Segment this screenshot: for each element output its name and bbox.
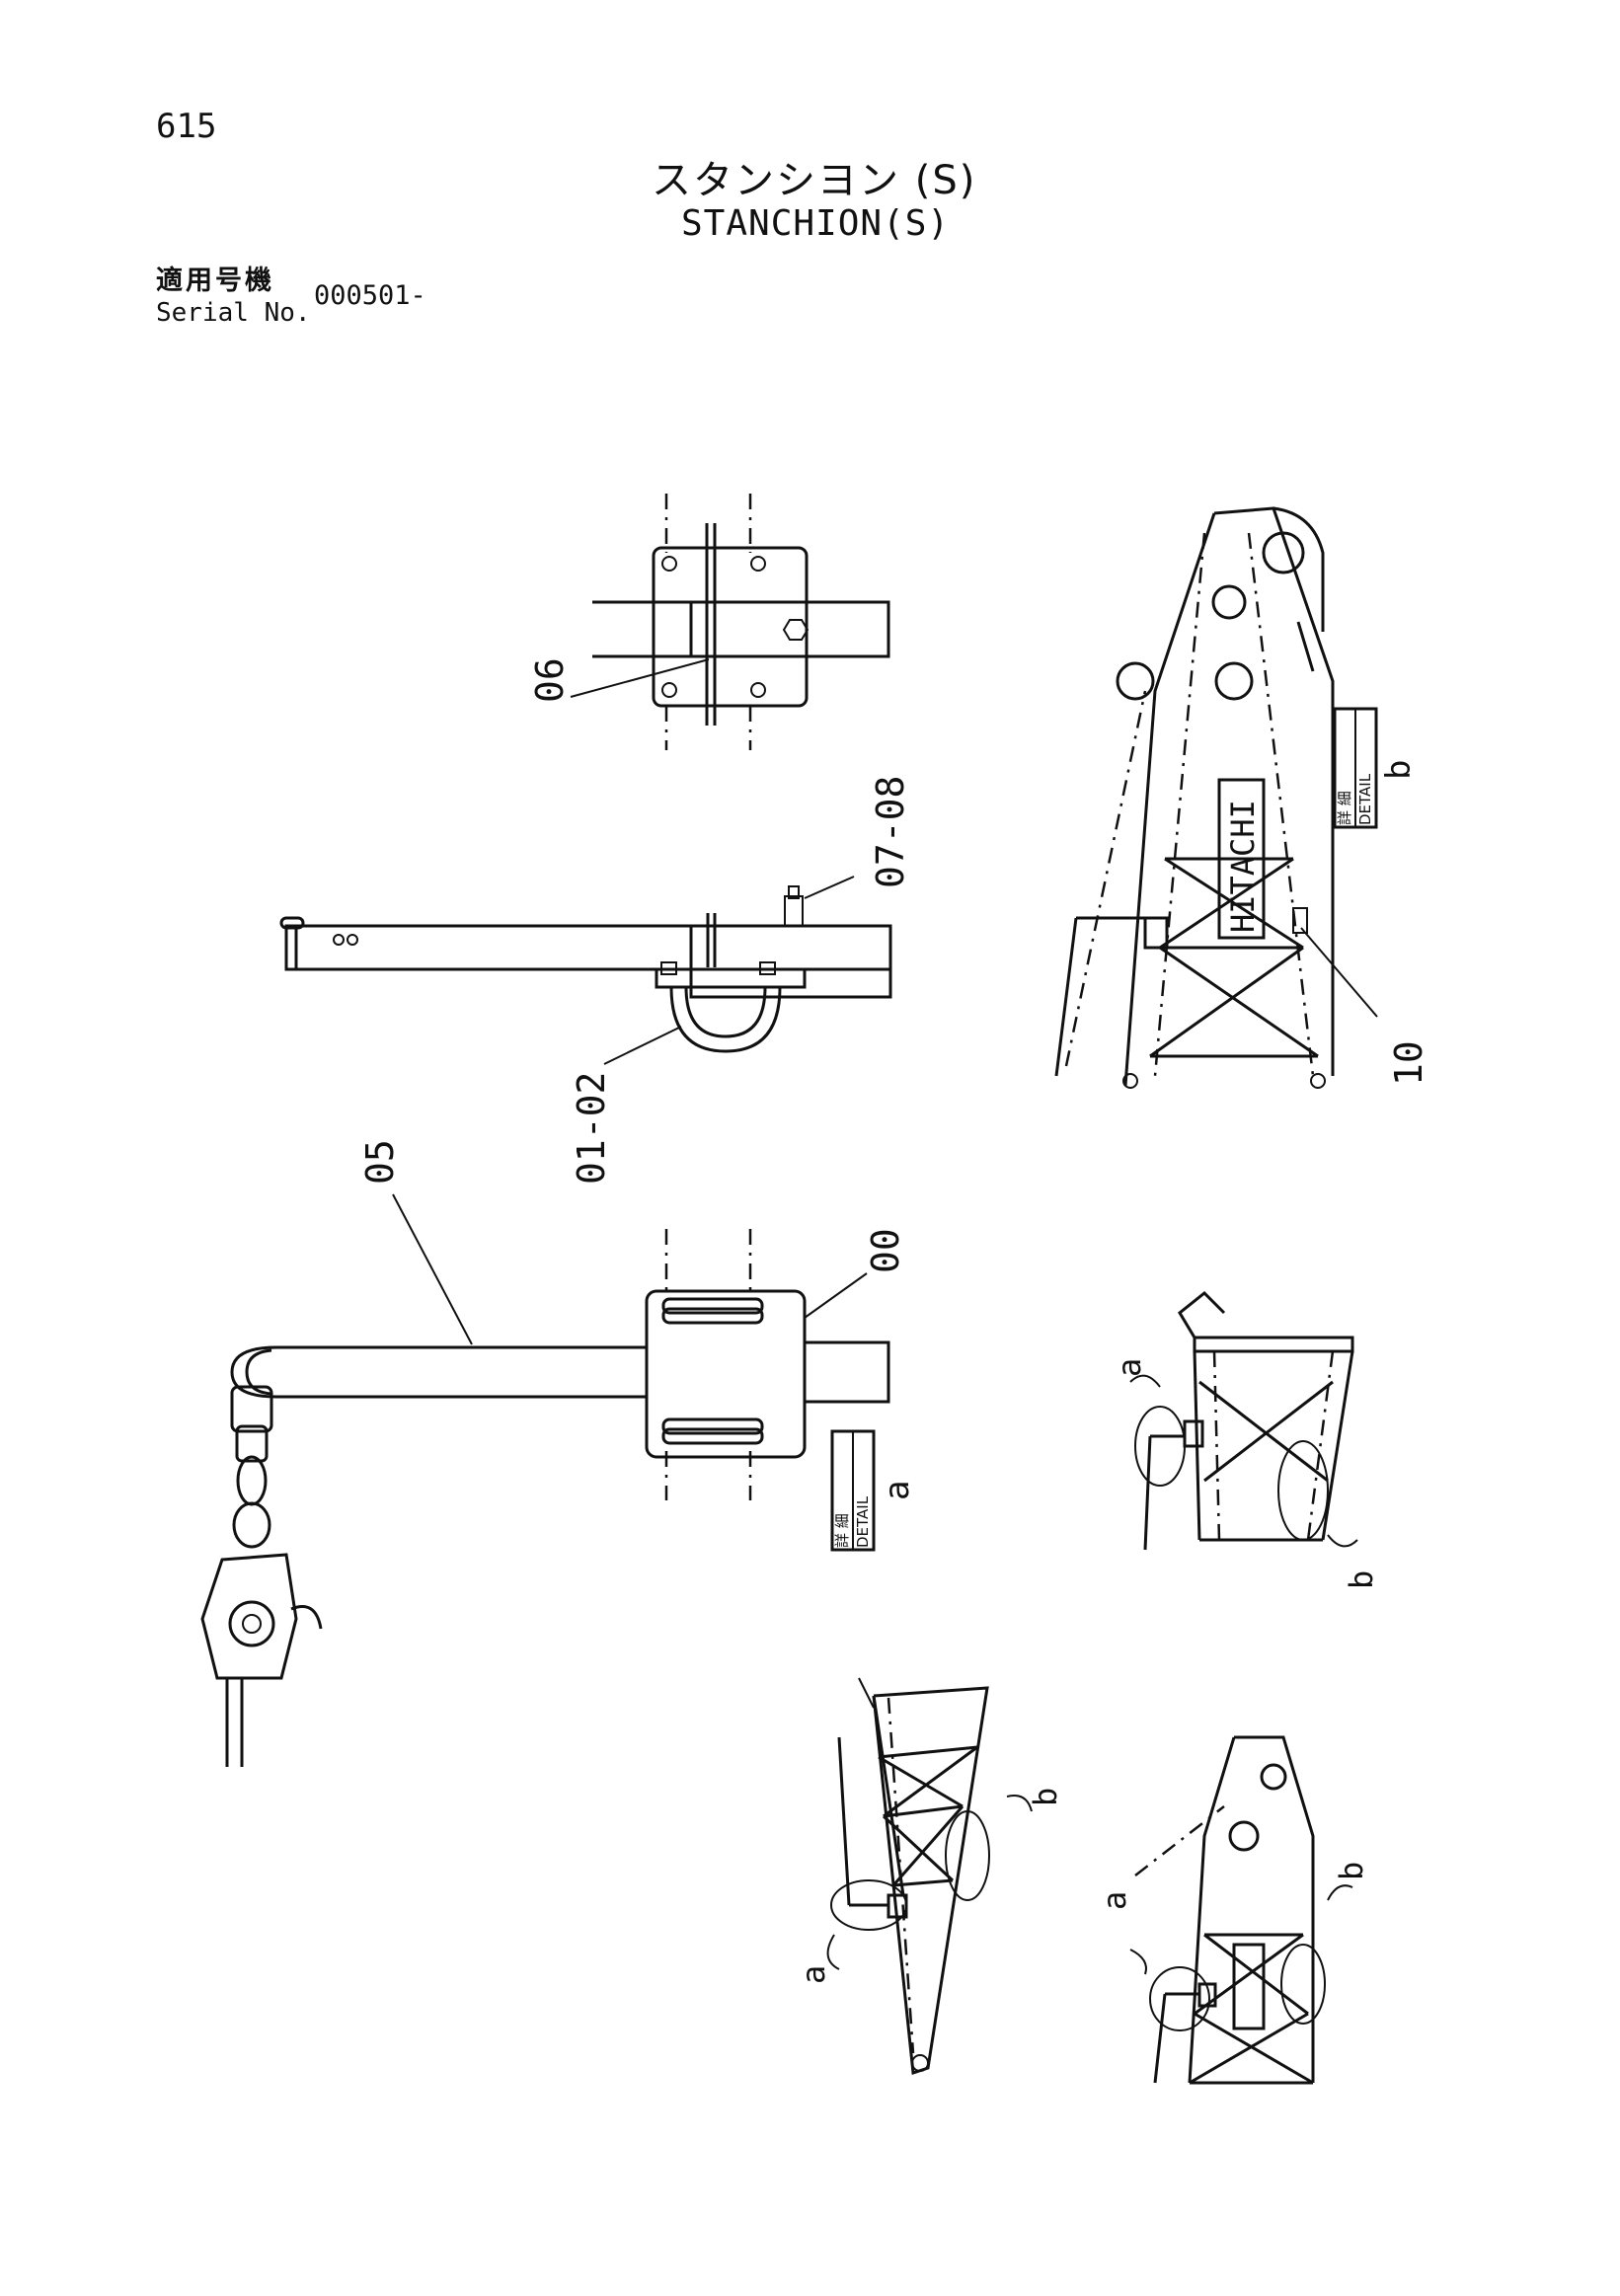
leader-01-02: [603, 1026, 682, 1065]
callout-10: 10: [1387, 1040, 1430, 1086]
svg-text:詳 細: 詳 細: [1336, 791, 1353, 825]
marker-b-1: b: [1343, 1570, 1380, 1589]
svg-text:DETAIL: DETAIL: [1356, 773, 1374, 825]
title-english: STANCHION(S): [681, 203, 951, 244]
callout-06: 06: [528, 657, 572, 703]
serial-number-value: 000501-: [314, 280, 426, 311]
leader-07-08: [804, 876, 855, 899]
leader-10: [1300, 927, 1378, 1018]
detail-b-box: 詳 細 DETAIL b: [1333, 707, 1419, 829]
svg-text:詳 細: 詳 細: [833, 1513, 851, 1548]
leader-06: [570, 658, 710, 698]
tower-bottom: [1129, 1735, 1353, 2085]
leader-00: [804, 1272, 868, 1319]
plate-view: [592, 494, 890, 750]
svg-text:DETAIL: DETAIL: [854, 1495, 872, 1548]
marker-a-1: a: [1111, 1358, 1148, 1377]
svg-text:a: a: [878, 1481, 917, 1500]
boom-view: [826, 1677, 1033, 2076]
tower-small: [1129, 1290, 1358, 1551]
bar-view: [279, 885, 892, 1053]
stanchion-view: [200, 1229, 890, 1767]
svg-text:b: b: [1379, 760, 1419, 780]
leader-05: [392, 1193, 473, 1345]
serial-label-japanese: 適用号機: [156, 266, 274, 296]
page-number: 615: [156, 107, 217, 146]
hitachi-logo: HITACHI: [1224, 800, 1262, 933]
marker-a-2: a: [795, 1965, 832, 1984]
serial-label-english: Serial No.: [156, 298, 311, 328]
callout-05: 05: [358, 1139, 402, 1185]
marker-b-2: b: [1027, 1788, 1064, 1806]
callout-01-02: 01-02: [570, 1072, 613, 1185]
callout-00: 00: [864, 1228, 907, 1273]
marker-b-3: b: [1333, 1862, 1370, 1880]
callout-07-08: 07-08: [869, 776, 912, 888]
marker-a-3: a: [1096, 1891, 1133, 1910]
title-japanese: スタンシヨン (S): [652, 158, 977, 203]
detail-a-box: 詳 細 DETAIL a: [830, 1429, 917, 1552]
tower-large: [1054, 506, 1335, 1089]
